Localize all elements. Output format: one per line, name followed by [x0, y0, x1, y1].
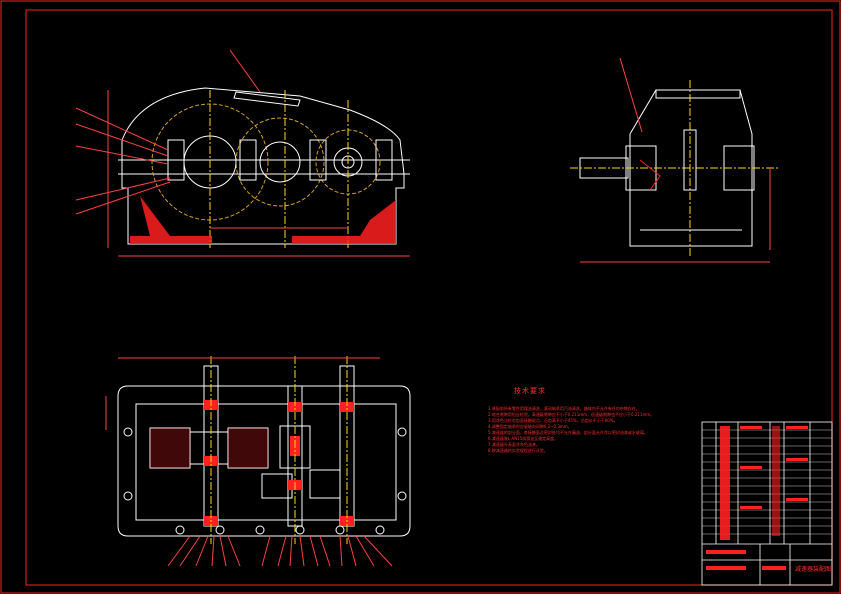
title-block [701, 421, 833, 586]
requirement-line: 5.减速器的剖分面，各接触面及密封处均不允许漏油，剖分面允许涂以密封油漆或水玻璃… [488, 430, 648, 435]
requirement-line: 2.啮合侧隙用铅丝检验，高速级侧隙应不小于0.211mm，低速级侧隙也不应小于0… [488, 412, 655, 417]
requirement-line: 8.按减速器的实验规程进行试验。 [488, 448, 548, 453]
technical-requirements-heading: 技术要求 [514, 387, 546, 395]
requirement-line: 1.装配前所有零件用煤油清洗，滚动轴承用汽油清洗，箱体内不允许有任何杂物存在。 [488, 406, 640, 411]
front-view [75, 49, 410, 257]
requirement-line: 3.用涂色法检验齿面接触斑点，沿齿高不小于45%，沿齿长不小于60%。 [488, 418, 618, 423]
requirement-line: 7.减速器外表面涂灰色油漆。 [488, 442, 540, 447]
title-block-title: 减速器装配图 [795, 566, 832, 573]
requirement-line: 6.减速器装L-AN15润滑油至规定高度。 [488, 436, 559, 441]
requirement-line: 4.调整固定轴承时应留轴向间隙0.2~0.3mm。 [488, 424, 572, 429]
top-view [105, 356, 411, 567]
inner-frame [25, 9, 833, 586]
side-view [570, 57, 780, 263]
